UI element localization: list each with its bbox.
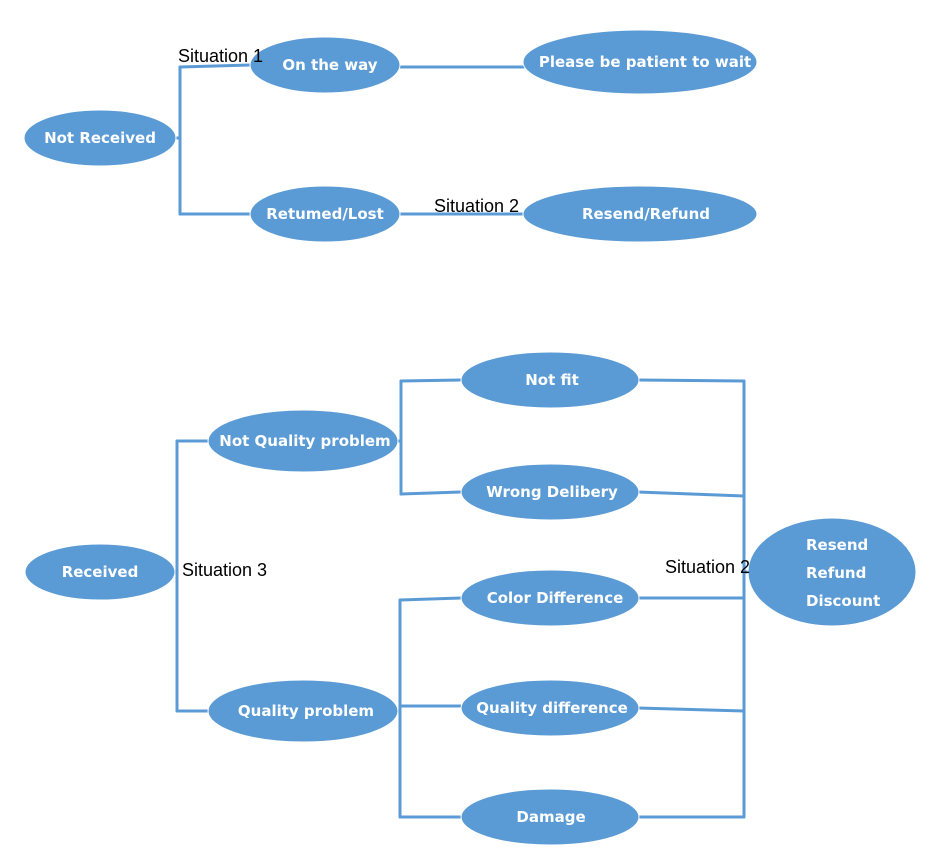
node-label: Quality problem <box>238 702 374 720</box>
node-label: Received <box>62 563 139 581</box>
node-color-difference[interactable]: Color Difference <box>460 569 640 627</box>
node-label: Color Difference <box>487 589 624 607</box>
node-outcome[interactable]: Resend Refund Discount <box>747 517 917 627</box>
node-label: Retumed/Lost <box>266 205 384 223</box>
node-please-wait[interactable]: Please be patient to wait <box>522 29 758 95</box>
connector-quality-diff-to-right <box>636 706 746 713</box>
outcome-refund: Refund <box>806 564 866 582</box>
node-damage[interactable]: Damage <box>460 788 640 846</box>
node-label: Not Received <box>44 129 156 147</box>
connector-wrong-delivery-to-right <box>636 490 746 498</box>
label-situation-2-bottom: Situation 2 <box>665 557 750 577</box>
node-not-quality-problem[interactable]: Not Quality problem <box>207 409 399 473</box>
node-wrong-delivery[interactable]: Wrong Delibery <box>460 463 640 521</box>
outcome-resend: Resend <box>806 536 868 554</box>
node-label: Not Quality problem <box>219 432 390 450</box>
node-on-the-way[interactable]: On the way <box>249 36 401 94</box>
node-label: On the way <box>282 56 377 74</box>
connector-not-fit-to-right <box>636 378 746 383</box>
connector-to-wrong-delivery <box>399 490 463 496</box>
node-quality-difference[interactable]: Quality difference <box>460 679 640 737</box>
node-label: Quality difference <box>476 699 628 717</box>
node-received[interactable]: Received <box>24 543 176 601</box>
node-returned-lost[interactable]: Retumed/Lost <box>249 185 401 243</box>
connector-to-color-difference <box>398 596 463 602</box>
node-label: Please be patient to wait <box>539 53 751 71</box>
label-situation-2-top: Situation 2 <box>434 196 519 216</box>
node-label: Damage <box>516 808 585 826</box>
connectors-bottom <box>172 378 750 819</box>
node-label: Resend/Refund <box>582 205 710 223</box>
connector-to-on-the-way <box>178 63 252 69</box>
node-label: Wrong Delibery <box>486 483 618 501</box>
node-not-fit[interactable]: Not fit <box>460 351 640 409</box>
node-not-received[interactable]: Not Received <box>23 109 177 167</box>
outcome-discount: Discount <box>806 592 880 610</box>
node-quality-problem[interactable]: Quality problem <box>207 679 399 743</box>
connectors-top <box>174 63 526 216</box>
node-label: Not fit <box>525 371 579 389</box>
node-resend-refund[interactable]: Resend/Refund <box>522 185 758 243</box>
label-situation-3: Situation 3 <box>182 560 267 580</box>
label-situation-1: Situation 1 <box>178 46 263 66</box>
connector-to-not-fit <box>399 378 463 383</box>
